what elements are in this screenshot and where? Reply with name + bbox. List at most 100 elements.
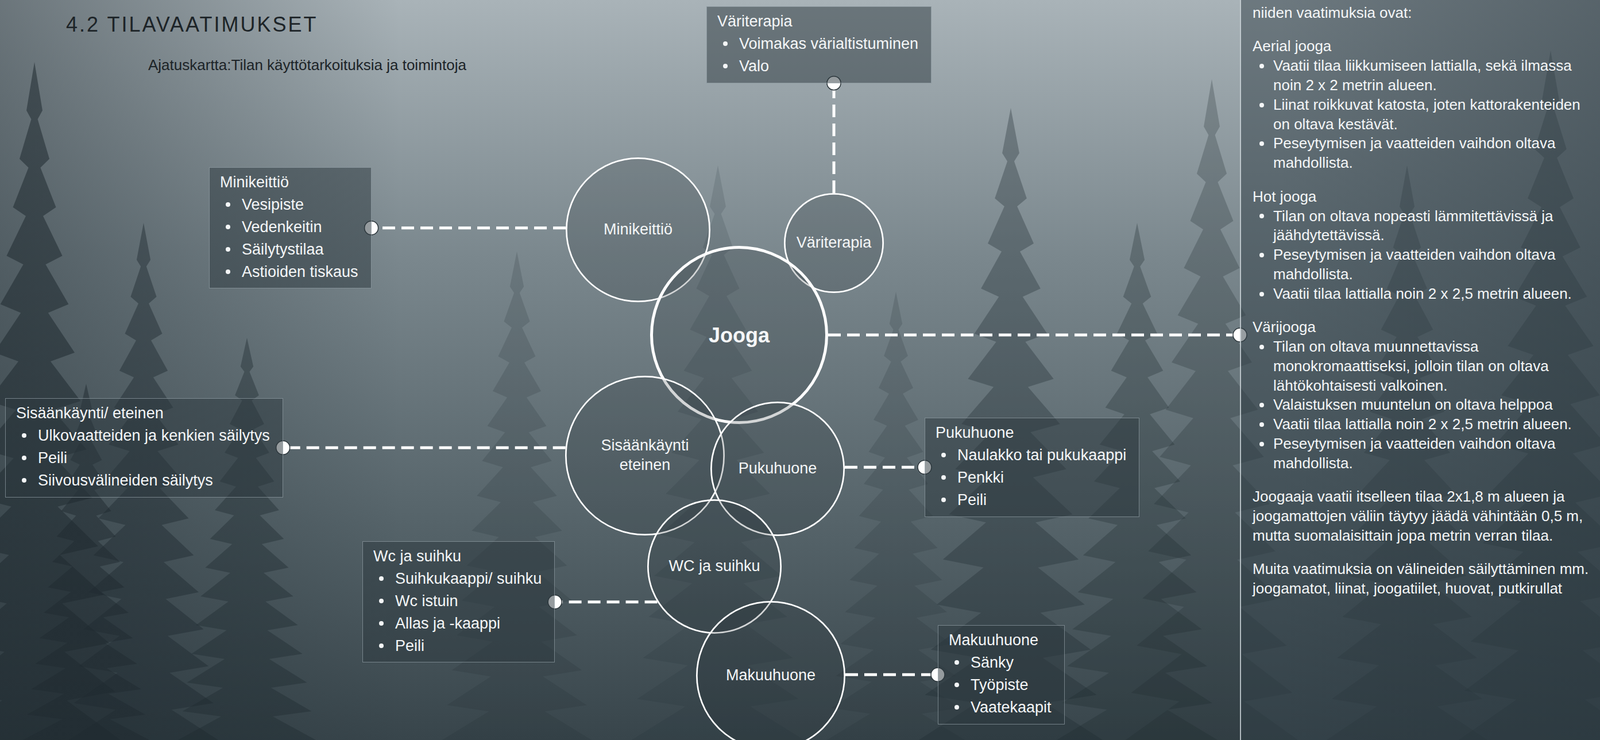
list-item: Ulkovaatteiden ja kenkien säilytys [37,426,270,444]
bullet-dot [954,659,960,665]
box-heading: Väriterapia [717,12,793,30]
bullet-dot [379,643,384,648]
info-box: Wc ja suihkuSuihkukaappi/ suihku Wc istui… [362,540,555,663]
bullet-dot [723,63,728,69]
subtitle: Ajatuskartta:Tilan käyttötarkoituksia ja… [148,56,467,75]
bullet-dot [379,620,384,626]
list-item: Työpiste [970,675,1029,694]
connector-line [845,673,938,676]
list-item: Naulakko tai pukukaappi [957,446,1127,464]
list-item: Vaatii tilaa lattialla noin 2 x 2,5 metr… [1273,415,1572,433]
bullet-dot [1259,402,1265,408]
bullet-dot [1259,63,1265,69]
list-item: Vesipiste [241,195,304,214]
bullet-dot [1259,422,1265,427]
dashed-connector [844,460,932,474]
list-item: Allas ja -kaappi [395,614,501,632]
circle-label: Väriterapia [796,233,872,251]
list-item: Siivousvälineiden säilytys [37,471,214,489]
list-item: Voimakas värialtistuminen [739,35,919,53]
bullet-dot [723,41,728,46]
list-item: Vaatekaapit [970,698,1052,716]
info-box: MakuuhuoneSänkyTyöpisteVaatekaapit [937,624,1065,725]
circle-label: Pukuhuone [738,459,818,477]
bullet-dot [1259,102,1265,108]
dashed-connector [828,327,1247,342]
info-box: MinikeittiöVesipisteVedenkeitinSäilytyst… [209,167,372,289]
list-item: Tilan on oltava nopeasti lämmitettävissä… [1273,207,1554,245]
bullet-dot [941,497,946,502]
dashed-connector [364,221,566,235]
circle-label: Makuuhuone [725,666,816,684]
bullet-dot [954,682,960,687]
list-item: Peili [957,491,987,509]
bullet-dot [954,704,960,710]
paragraph: Värijooga [1252,318,1316,336]
bullet-dot [379,576,384,581]
connector-line [371,226,566,230]
list-item: Peili [395,636,425,655]
box-heading: Pukuhuone [935,423,1015,442]
connector-line [283,446,566,450]
bullet-dot [1259,441,1265,447]
list-item: Vedenkeitin [241,218,323,236]
paragraph: Aerial jooga [1252,37,1332,55]
bullet-dot [1259,213,1265,219]
info-box: Sisäänkäynti/ eteinenUlkovaatteiden ja k… [5,397,284,498]
dashed-connector [826,76,841,193]
paragraph: niiden vaatimuksia ovat: [1252,4,1412,22]
requirements-panel: niiden vaatimuksia ovat:Aerial joogaVaat… [1239,0,1600,740]
circle-shape [696,601,845,740]
list-item: Peseytymisen ja vaatteiden vaihdon oltav… [1273,134,1556,172]
list-item: Valo [739,57,769,75]
box-heading: Makuuhuone [948,631,1039,649]
dashed-connector [845,667,945,682]
list-item: Liinat roikkuvat katosta, joten kattorak… [1273,95,1581,133]
info-box: PukuhuoneNaulakko tai pukukaappiPenkkiPe… [924,417,1140,517]
connector-line [844,465,925,469]
bullet-dot [225,202,231,207]
list-item: Astioiden tiskaus [241,263,359,281]
bullet-dot [1259,141,1265,146]
bullet-dot [379,598,384,604]
bullet-dot [225,269,231,274]
list-item: Suihkukaappi/ suihku [395,569,542,587]
bullet-dot [1259,344,1265,350]
list-item: Peseytymisen ja vaatteiden vaihdon oltav… [1273,434,1556,472]
bullet-dot [21,433,27,438]
circle-label: Jooga [708,323,770,347]
list-item: Penkki [957,468,1004,486]
bullet-dot [21,477,27,483]
bullet-dot [225,246,231,252]
bullet-dot [1259,291,1265,297]
connector-line [554,600,657,604]
circle-label: Minikeittiö [603,220,673,238]
slide-title: 4.2 TILAVAATIMUKSET [66,12,318,37]
list-item: Peseytymisen ja vaatteiden vaihdon oltav… [1273,245,1556,283]
bullet-dot [21,455,27,461]
box-heading: Wc ja suihku [373,547,462,565]
list-item: Säilytystilaa [241,240,324,258]
box-heading: Sisäänkäynti/ eteinen [16,404,164,422]
info-box: VäriterapiaVoimakas värialtistuminenValo [706,6,932,84]
paragraph: Muita vaatimuksia on välineiden säilyttä… [1252,559,1589,597]
topic-circle: Makuuhuone [696,600,846,740]
list-item: Vaatii tilaa liikkumiseen lattialla, sek… [1273,56,1572,94]
connector-line [832,83,836,193]
bullet-dot [941,452,946,458]
connector-line [828,333,1240,337]
bullet-dot [225,224,231,230]
circle-label: WC ja suihku [668,557,760,575]
dashed-connector [547,594,657,609]
bullet-dot [941,474,946,480]
paragraph: Hot jooga [1252,187,1317,206]
bullet-dot [1259,252,1265,258]
box-heading: Minikeittiö [219,173,289,191]
list-item: Peili [37,449,68,467]
list-item: Tilan on oltava muunnettavissa monokroma… [1273,337,1549,394]
list-item: Vaatii tilaa lattialla noin 2 x 2,5 metr… [1273,284,1572,303]
list-item: Sänky [970,653,1014,671]
circle-label: Sisäänkäynti eteinen [600,436,689,474]
list-item: Wc istuin [395,592,459,610]
